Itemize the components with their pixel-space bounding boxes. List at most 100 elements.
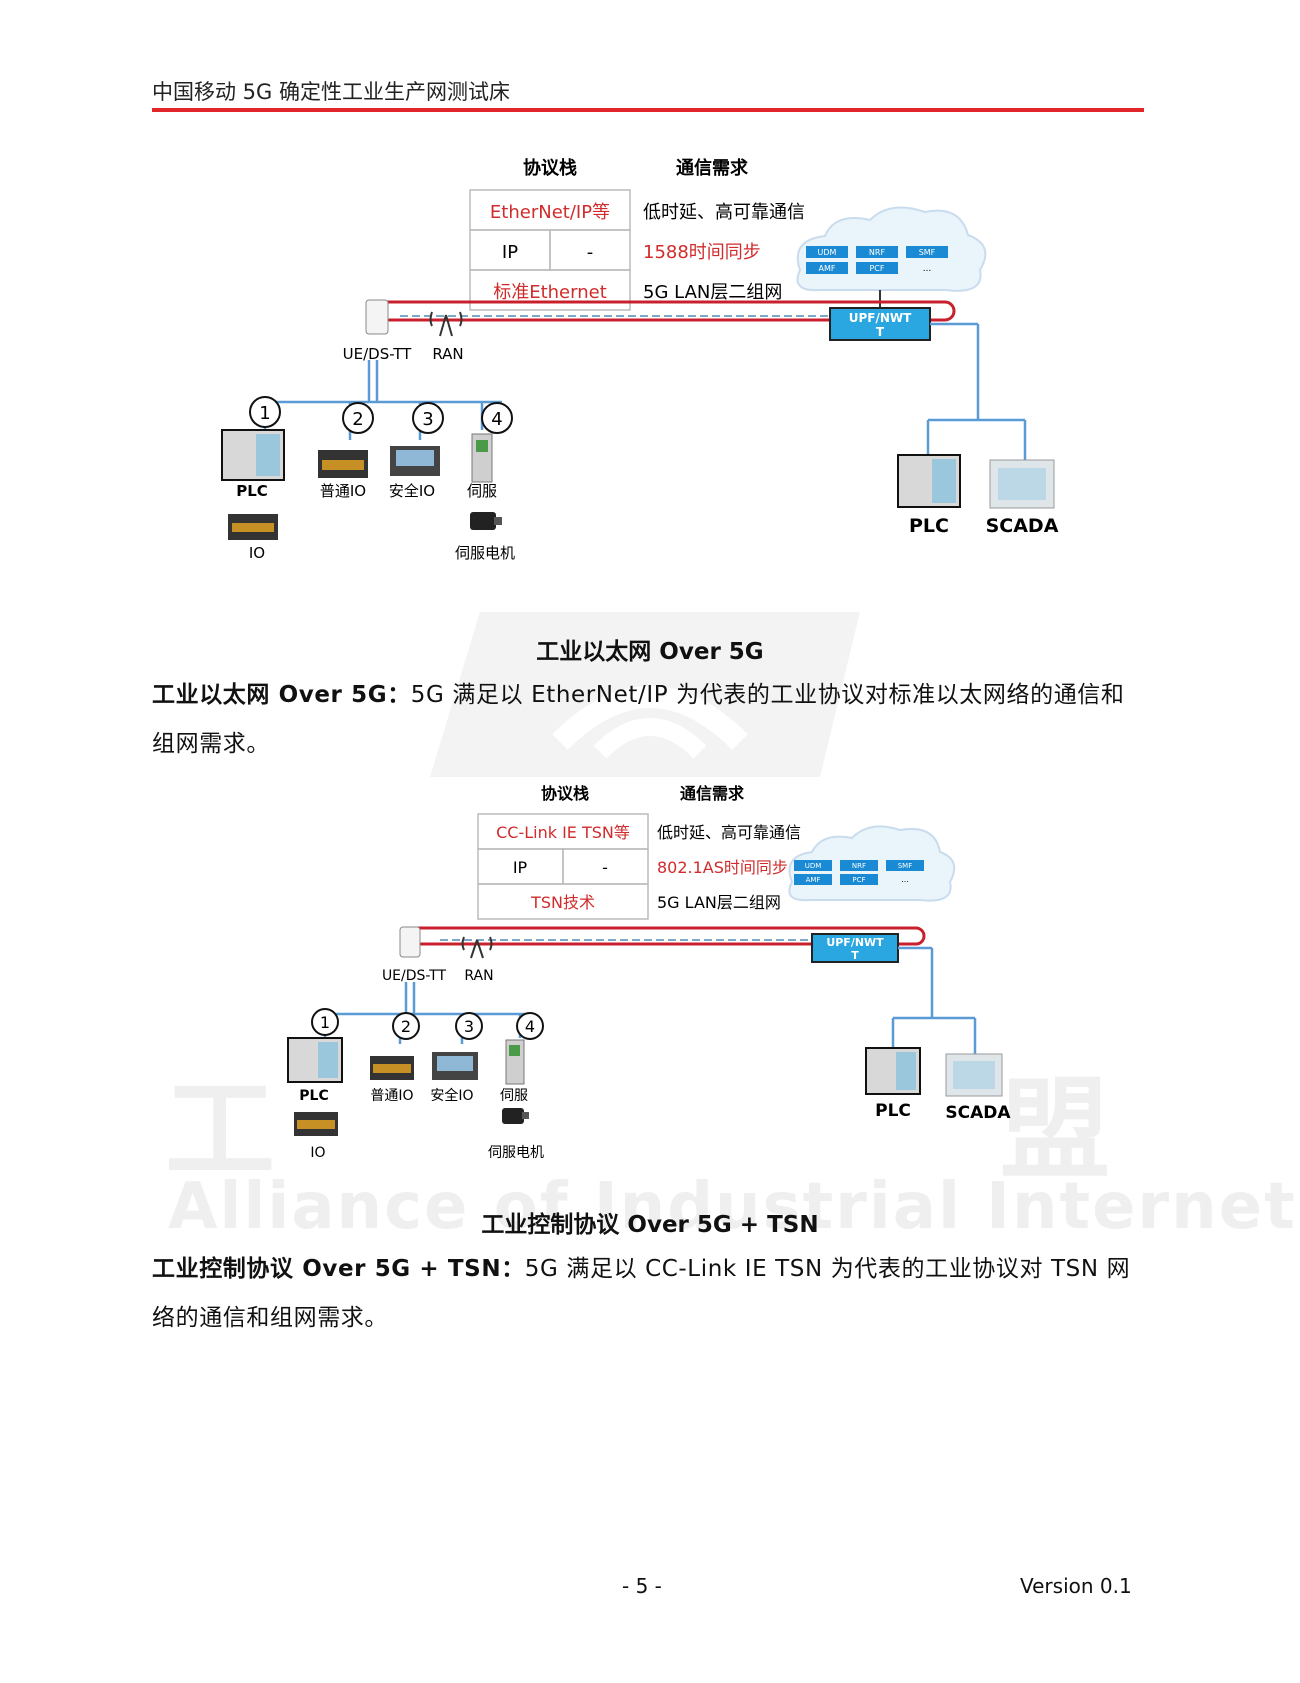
fig2-dev-io-safe: 安全IO <box>430 1087 473 1104</box>
fig2-io-device <box>294 1112 338 1136</box>
page-header-title: 中国移动 5G 确定性工业生产网测试床 <box>152 80 510 104</box>
paragraph-ethernet-over-5g: 工业以太网 Over 5G：5G 满足以 EtherNet/IP 为代表的工业协… <box>152 671 1144 769</box>
watermark-text: Alliance of Industrial Internet <box>168 1170 1297 1244</box>
fig1-num-3: 3 <box>422 409 433 430</box>
fig2-num-1: 1 <box>320 1013 330 1032</box>
fig1-servo-device <box>471 433 493 483</box>
fig1-right-plc-device <box>897 454 961 508</box>
para2-separator: ： <box>501 1256 525 1282</box>
fig2-common-io-device <box>370 1056 414 1080</box>
fig2-comm-2: 5G LAN层二组网 <box>657 893 781 912</box>
fig2-dev-io-common: 普通IO <box>370 1088 413 1104</box>
fig2-right-plc: PLC <box>875 1101 911 1121</box>
fig2-ran-label: RAN <box>464 968 493 984</box>
fig2-col-protocol: 协议栈 <box>541 784 589 803</box>
fig2-col-comm: 通信需求 <box>680 784 745 803</box>
fig1-col-protocol: 协议栈 <box>523 157 577 179</box>
fig2-proto-0: CC-Link IE TSN等 <box>496 823 630 842</box>
fig1-common-io-device <box>318 450 368 478</box>
figure-ethernet-over-5g: 协议栈 通信需求 EtherNet/IP等 IP - 标准Ethernet 低时… <box>221 157 1059 562</box>
fig1-col-comm: 通信需求 <box>676 157 749 179</box>
fig2-comm-1: 802.1AS时间同步 <box>657 858 788 877</box>
fig1-ran-antenna <box>429 311 463 337</box>
fig1-ran-label: RAN <box>432 345 463 363</box>
fig1-dev-io: IO <box>249 544 265 562</box>
fig1-num-1: 1 <box>259 403 270 424</box>
para1-bold-term: 工业以太网 Over 5G <box>152 682 388 708</box>
fig1-num-4: 4 <box>491 409 502 430</box>
fig1-motor-device <box>470 512 502 530</box>
watermark-right-char: 盟 <box>1000 1066 1110 1194</box>
fig1-ue-label: UE/DS-TT <box>343 345 413 363</box>
fig2-dev-motor: 伺服电机 <box>488 1145 544 1161</box>
fig2-num-2: 2 <box>401 1017 411 1036</box>
fig1-core-cloud: UDM NRF SMF AMF PCF ... <box>796 206 987 292</box>
fig1-cloud-nrf: NRF <box>869 248 886 257</box>
fig1-cloud-pcf: PCF <box>869 264 884 273</box>
fig2-cloud-more: ... <box>901 875 909 884</box>
fig2-dev-io: IO <box>310 1145 325 1161</box>
fig2-proto-1b: - <box>602 858 608 877</box>
fig1-cloud-smf: SMF <box>919 248 936 257</box>
fig2-protocol-table <box>477 813 649 920</box>
para2-text: 5G 满足以 CC-Link IE TSN 为代表的工业协议对 TSN 网络的通… <box>152 1256 1131 1331</box>
fig2-cloud-udm: UDM <box>805 862 822 870</box>
fig2-plc-device <box>287 1037 343 1083</box>
fig2-proto-2: TSN技术 <box>530 893 595 912</box>
watermark-logo <box>430 612 860 777</box>
fig1-ue-device <box>365 299 389 335</box>
fig1-dev-servo: 伺服 <box>467 482 497 500</box>
fig2-right-plc-device <box>865 1047 921 1095</box>
fig2-ue-label: UE/DS-TT <box>382 968 447 984</box>
fig2-servo-device <box>505 1039 525 1085</box>
fig1-comm-0: 低时延、高可靠通信 <box>643 202 805 223</box>
fig1-cloud-udm: UDM <box>818 248 837 257</box>
fig1-right-plc: PLC <box>909 515 949 537</box>
fig1-io-device <box>228 514 278 540</box>
footer-page-number: - 5 - <box>622 1574 662 1598</box>
fig2-upf-label: UPF/NWT <box>826 936 884 949</box>
para2-bold-term: 工业控制协议 Over 5G + TSN <box>152 1256 502 1282</box>
fig2-comm-0: 低时延、高可靠通信 <box>657 823 801 842</box>
figure-control-protocol-over-5g-tsn: 协议栈 通信需求 CC-Link IE TSN等 IP - TSN技术 低时延、… <box>287 784 1011 1161</box>
fig2-cloud-amf: AMF <box>806 876 821 884</box>
fig2-upf-label2: T <box>851 949 859 962</box>
fig1-right-scada: SCADA <box>986 515 1059 537</box>
fig1-dev-io-common: 普通IO <box>320 482 366 500</box>
fig2-proto-1: IP <box>513 858 528 877</box>
para1-separator: ： <box>387 682 411 708</box>
fig2-dev-servo: 伺服 <box>500 1088 528 1104</box>
fig1-proto-2: 标准Ethernet <box>493 282 607 303</box>
fig1-num-2: 2 <box>352 409 363 430</box>
fig1-comm-1: 1588时间同步 <box>643 242 761 263</box>
footer-version: Version 0.1 <box>1020 1574 1132 1598</box>
fig2-motor-device <box>502 1108 529 1124</box>
fig2-num-4: 4 <box>525 1017 535 1036</box>
fig1-plc-device <box>221 429 285 481</box>
fig2-ue-device <box>399 926 421 958</box>
fig2-ran-antenna <box>461 936 493 959</box>
caption-figure-2: 工业控制协议 Over 5G + TSN <box>481 1212 819 1238</box>
fig2-core-cloud: UDM NRF SMF AMF PCF ... <box>788 825 956 902</box>
caption-figure-1: 工业以太网 Over 5G <box>536 639 764 665</box>
fig1-dev-motor: 伺服电机 <box>455 544 515 562</box>
fig2-safe-io-device <box>432 1052 478 1080</box>
fig1-upf-box <box>829 307 931 341</box>
fig1-proto-0: EtherNet/IP等 <box>490 202 610 223</box>
fig1-protocol-table <box>469 189 631 311</box>
fig2-scada-device <box>945 1053 1003 1097</box>
fig2-dev-plc: PLC <box>299 1088 328 1104</box>
fig1-dev-plc: PLC <box>236 482 268 500</box>
fig1-upf-label2: T <box>876 325 885 339</box>
watermark-left-char: 工 <box>165 1066 275 1194</box>
para1-text: 5G 满足以 EtherNet/IP 为代表的工业协议对标准以太网络的通信和组网… <box>152 682 1125 757</box>
fig1-proto-1b: - <box>587 242 594 263</box>
fig2-cloud-nrf: NRF <box>852 862 866 870</box>
fig1-cloud-more: ... <box>923 264 932 274</box>
paragraph-control-protocol-over-5g-tsn: 工业控制协议 Over 5G + TSN：5G 满足以 CC-Link IE T… <box>152 1245 1144 1343</box>
fig1-safe-io-device <box>390 446 440 476</box>
fig1-proto-1: IP <box>502 242 518 263</box>
fig1-comm-2: 5G LAN层二组网 <box>643 282 782 303</box>
fig2-num-3: 3 <box>464 1017 474 1036</box>
fig1-upf-label: UPF/NWT <box>849 311 912 325</box>
